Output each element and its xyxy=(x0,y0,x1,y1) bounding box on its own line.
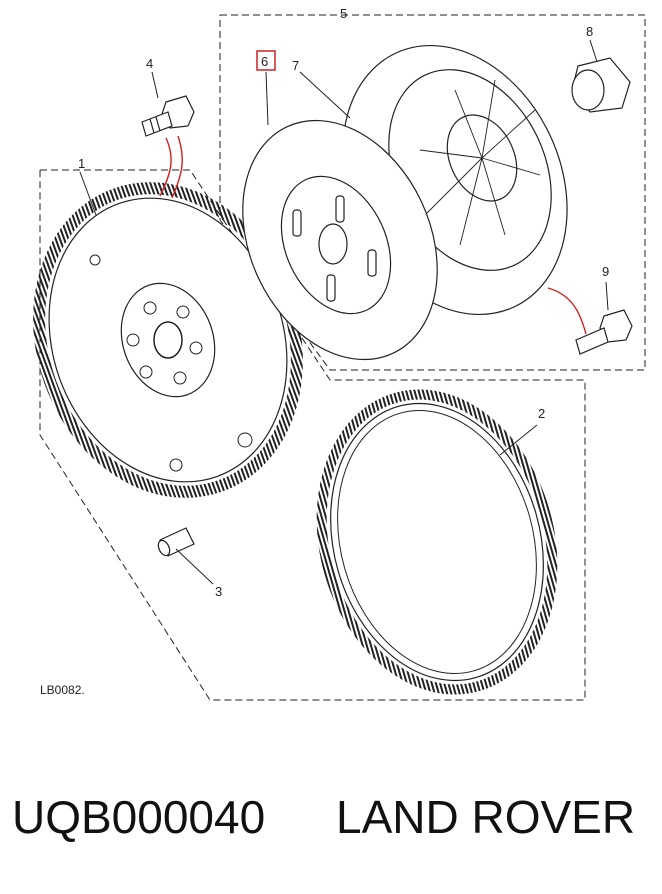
drawing-code: LB0082. xyxy=(40,683,85,697)
leader-lines xyxy=(79,39,609,585)
callout-8: 8 xyxy=(586,24,593,39)
release-bearing xyxy=(571,57,631,113)
red-leader-lines xyxy=(159,135,587,335)
ring-gear xyxy=(316,389,558,695)
exploded-parts-diagram: 1 2 3 4 5 6 7 8 9 LB0082. xyxy=(33,6,646,701)
cover-bolt xyxy=(575,309,633,355)
part-number: UQB000040 xyxy=(12,791,266,843)
highlight-box xyxy=(256,50,276,71)
brand-name: LAND ROVER xyxy=(336,791,636,843)
callout-2: 2 xyxy=(538,406,545,421)
clutch-friction-disc xyxy=(242,119,438,361)
callout-3: 3 xyxy=(215,584,222,599)
callout-5: 5 xyxy=(340,6,347,21)
part-caption: UQB000040 LAND ROVER xyxy=(0,790,662,860)
callout-9: 9 xyxy=(602,264,609,279)
callout-1: 1 xyxy=(78,156,85,171)
flywheel-bolt xyxy=(141,95,195,137)
dowel-pin xyxy=(157,527,195,557)
callout-6: 6 xyxy=(261,54,268,69)
callout-4: 4 xyxy=(146,56,153,71)
callout-7: 7 xyxy=(292,58,299,73)
